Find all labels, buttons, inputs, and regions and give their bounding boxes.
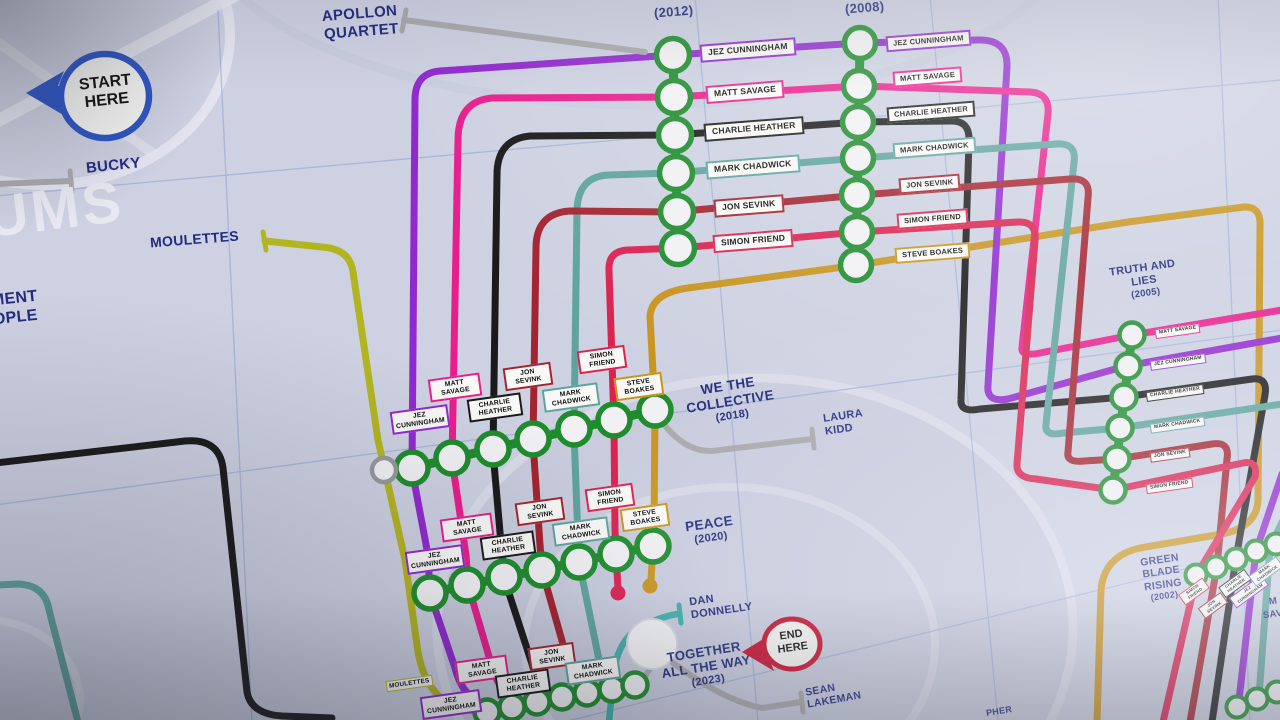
simon-line-terminus-dot — [610, 585, 626, 601]
cropped-right-title-2: SAV — [1262, 607, 1280, 622]
stations-green-blade — [1183, 531, 1280, 588]
end-marker — [742, 616, 823, 672]
steve-line-terminus-dot — [642, 578, 658, 594]
stations-corner-chain — [1224, 679, 1280, 720]
line-mark-main — [570, 140, 1280, 438]
together-interchange — [626, 618, 678, 670]
start-marker — [26, 50, 153, 142]
line-mark-corner — [0, 580, 82, 720]
cropped-right-title-1: M — [1268, 595, 1278, 608]
guest-station — [369, 455, 399, 485]
line-charlie-loop — [0, 437, 336, 720]
line-jez-main — [408, 36, 1280, 474]
line-charlie-main — [489, 117, 1269, 720]
stations-peace — [411, 527, 672, 612]
stations-2008 — [837, 24, 879, 284]
stations-truth-and-lies — [1098, 320, 1147, 505]
album-year-2012: (2012) — [653, 2, 694, 21]
stations-2012 — [653, 35, 698, 268]
line-steve-right — [854, 203, 1264, 720]
line-steve-main — [646, 261, 862, 414]
stations-we-the-collective — [393, 391, 674, 487]
line-jon-main — [529, 175, 1231, 720]
line-simon-main — [605, 218, 1259, 720]
